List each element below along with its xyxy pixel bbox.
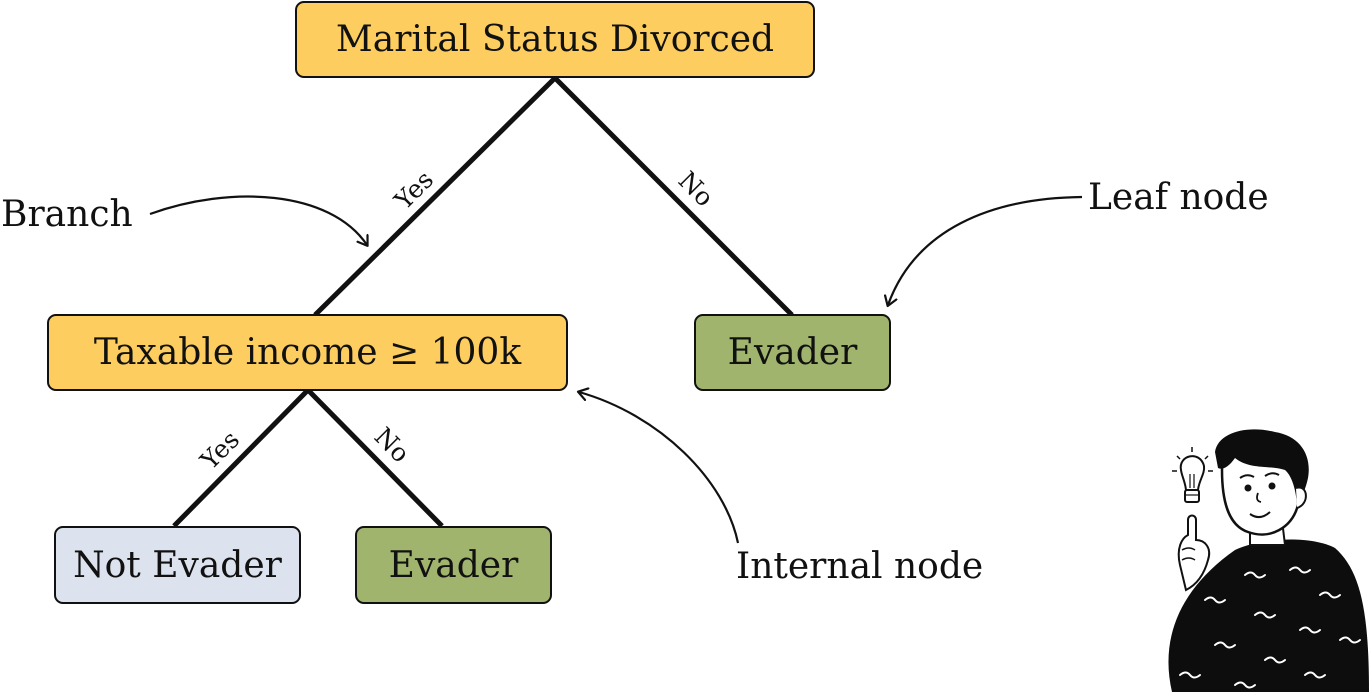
edge-label-root-yes: Yes bbox=[388, 165, 439, 216]
lightbulb-icon bbox=[1172, 447, 1213, 503]
leaf-node-not-evader-label: Not Evader bbox=[73, 544, 282, 586]
branch-annotation: Branch bbox=[1, 194, 133, 235]
edge-root-yes bbox=[313, 76, 557, 317]
edge-label-internal-yes: Yes bbox=[194, 425, 245, 476]
root-node: Marital Status Divorced bbox=[295, 1, 815, 78]
leaf-node-evader: Evader bbox=[355, 526, 552, 604]
edge-root-no bbox=[553, 76, 794, 317]
internal-node-annotation: Internal node bbox=[736, 546, 984, 587]
thinking-person-icon bbox=[1168, 429, 1369, 692]
internal-node-arrow bbox=[579, 392, 740, 544]
leaf-node-arrow bbox=[888, 195, 1083, 305]
leaf-node-right: Evader bbox=[694, 314, 891, 391]
leaf-node-evader-label: Evader bbox=[388, 544, 519, 586]
internal-node-label: Taxable income ≥ 100k bbox=[93, 332, 522, 373]
root-node-label: Marital Status Divorced bbox=[335, 19, 775, 60]
internal-node: Taxable income ≥ 100k bbox=[47, 314, 568, 391]
edge-internal-yes bbox=[172, 388, 310, 528]
edge-internal-no bbox=[306, 388, 444, 528]
leaf-node-not-evader: Not Evader bbox=[54, 526, 301, 604]
leaf-node-right-label: Evader bbox=[727, 332, 858, 373]
leaf-node-annotation: Leaf node bbox=[1088, 177, 1269, 218]
branch-arrow bbox=[149, 195, 367, 245]
